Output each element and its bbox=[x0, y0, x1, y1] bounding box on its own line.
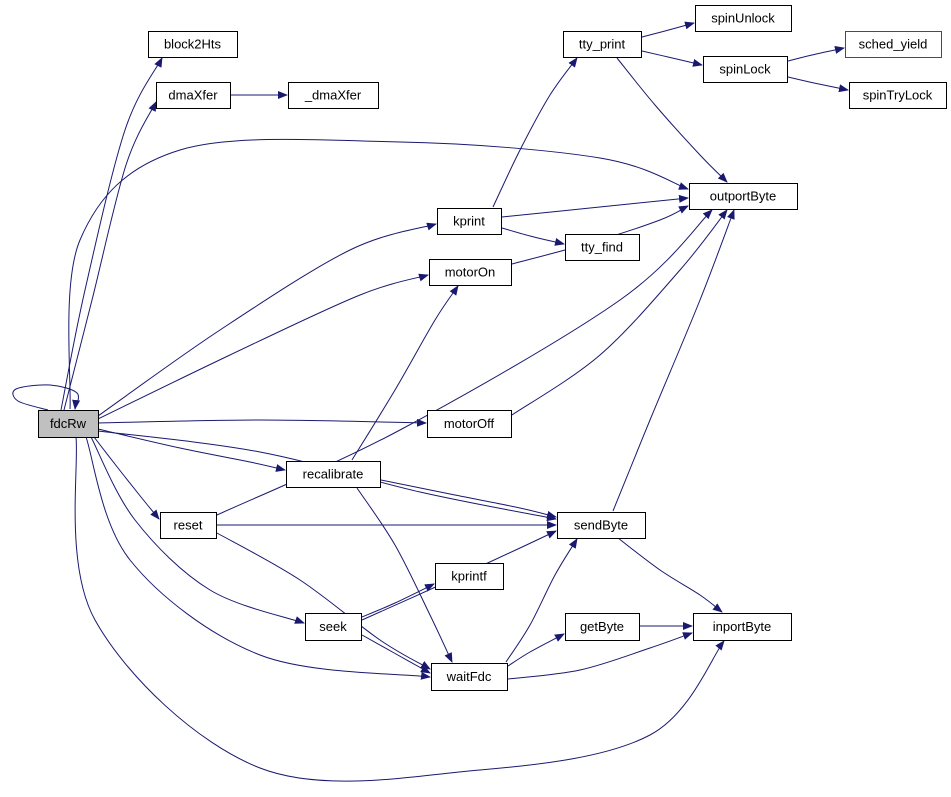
edge-fdcRw-to-dmaXfer bbox=[63, 101, 157, 411]
node-box-fdcRw[interactable] bbox=[38, 410, 99, 438]
edge-waitFdc-to-inportByte bbox=[507, 632, 693, 680]
node-box-spinTryLock[interactable] bbox=[849, 82, 947, 109]
node-spinLock[interactable]: spinLock bbox=[703, 56, 788, 83]
node-box-spinLock[interactable] bbox=[703, 56, 788, 83]
node-kprint[interactable]: kprint bbox=[437, 208, 502, 235]
edge-recalibrate-to-sendByte bbox=[380, 479, 557, 519]
node-kprintf[interactable]: kprintf bbox=[435, 563, 504, 590]
node-getByte[interactable]: getByte bbox=[565, 613, 640, 641]
node-box-spinUnlock[interactable] bbox=[695, 5, 792, 32]
edge-fdcRw-to-outportByte bbox=[68, 138, 689, 410]
edge-fdcRw-to-kprint bbox=[97, 222, 437, 417]
node-box-sched_yield[interactable] bbox=[845, 31, 942, 58]
edge-tty_print-to-spinLock bbox=[641, 50, 703, 67]
edge-motorOn-to-outportByte bbox=[511, 205, 689, 265]
node-box-tty_print[interactable] bbox=[563, 31, 642, 58]
edge-spinLock-to-sched_yield bbox=[787, 46, 845, 62]
node-waitFdc[interactable]: waitFdc bbox=[431, 663, 508, 691]
edge-recalibrate-to-waitFdc bbox=[356, 487, 453, 663]
node-sendByte[interactable]: sendByte bbox=[557, 512, 646, 539]
node-box-recalibrate[interactable] bbox=[286, 461, 381, 488]
node-box-motorOn[interactable] bbox=[429, 259, 512, 286]
edge-fdcRw-to-fdcRw bbox=[12, 384, 81, 411]
node-box-kprintf[interactable] bbox=[435, 563, 504, 590]
node-box-sendByte[interactable] bbox=[557, 512, 646, 539]
node-tty_find[interactable]: tty_find bbox=[565, 234, 640, 261]
node-inportByte[interactable]: inportByte bbox=[693, 613, 792, 641]
edge-recalibrate-to-motorOn bbox=[351, 285, 459, 461]
edge-kprint-to-tty_find bbox=[501, 227, 565, 246]
edge-kprint-to-tty_print bbox=[492, 57, 578, 208]
node-sched_yield[interactable]: sched_yield bbox=[845, 31, 942, 58]
edge-fdcRw-to-waitFdc bbox=[85, 436, 431, 680]
edge-fdcRw-to-inportByte bbox=[74, 436, 725, 782]
node-box-motorOff[interactable] bbox=[427, 410, 512, 438]
node-recalibrate[interactable]: recalibrate bbox=[286, 461, 381, 488]
node-box-waitFdc[interactable] bbox=[431, 663, 508, 691]
node-motorOn[interactable]: motorOn bbox=[429, 259, 512, 286]
node-block2Hts[interactable]: block2Hts bbox=[148, 31, 238, 58]
node-_dmaXfer[interactable]: _dmaXfer bbox=[288, 82, 379, 109]
edge-seek-to-kprintf bbox=[361, 583, 435, 618]
node-box-inportByte[interactable] bbox=[693, 613, 792, 641]
node-box-getByte[interactable] bbox=[565, 613, 640, 641]
edge-motorOff-to-outportByte bbox=[511, 209, 728, 416]
node-spinTryLock[interactable]: spinTryLock bbox=[849, 82, 947, 109]
edge-sendByte-to-inportByte bbox=[617, 537, 723, 613]
edge-fdcRw-to-seek bbox=[90, 436, 305, 624]
edge-fdcRw-to-reset bbox=[93, 436, 160, 520]
edge-waitFdc-to-sendByte bbox=[505, 538, 578, 663]
node-spinUnlock[interactable]: spinUnlock bbox=[695, 5, 792, 32]
node-box-tty_find[interactable] bbox=[565, 234, 640, 261]
edge-reset-to-waitFdc bbox=[216, 532, 431, 670]
edge-waitFdc-to-getByte bbox=[507, 633, 565, 667]
node-box-_dmaXfer[interactable] bbox=[288, 82, 379, 109]
edge-seek-to-waitFdc bbox=[361, 634, 431, 674]
node-outportByte[interactable]: outportByte bbox=[689, 183, 798, 210]
node-box-kprint[interactable] bbox=[437, 208, 502, 235]
node-box-seek[interactable] bbox=[305, 613, 362, 641]
edge-spinLock-to-spinTryLock bbox=[787, 76, 849, 93]
edge-kprint-to-outportByte bbox=[501, 194, 689, 218]
node-dmaXfer[interactable]: dmaXfer bbox=[156, 82, 231, 109]
edge-fdcRw-to-recalibrate bbox=[97, 428, 286, 472]
node-box-outportByte[interactable] bbox=[689, 183, 798, 210]
edge-sendByte-to-outportByte bbox=[612, 209, 735, 512]
node-box-dmaXfer[interactable] bbox=[156, 82, 231, 109]
node-box-reset[interactable] bbox=[160, 512, 217, 539]
node-fdcRw[interactable]: fdcRw bbox=[38, 410, 99, 438]
node-motorOff[interactable]: motorOff bbox=[427, 410, 512, 438]
edge-tty_print-to-outportByte bbox=[616, 57, 728, 183]
node-tty_print[interactable]: tty_print bbox=[563, 31, 642, 58]
node-reset[interactable]: reset bbox=[160, 512, 217, 539]
edge-fdcRw-to-motorOff bbox=[97, 418, 427, 427]
node-seek[interactable]: seek bbox=[305, 613, 362, 641]
edge-tty_print-to-spinUnlock bbox=[641, 21, 695, 38]
edge-fdcRw-to-block2Hts bbox=[60, 57, 163, 411]
node-box-block2Hts[interactable] bbox=[148, 31, 238, 58]
edge-fdcRw-to-motorOn bbox=[97, 273, 429, 420]
